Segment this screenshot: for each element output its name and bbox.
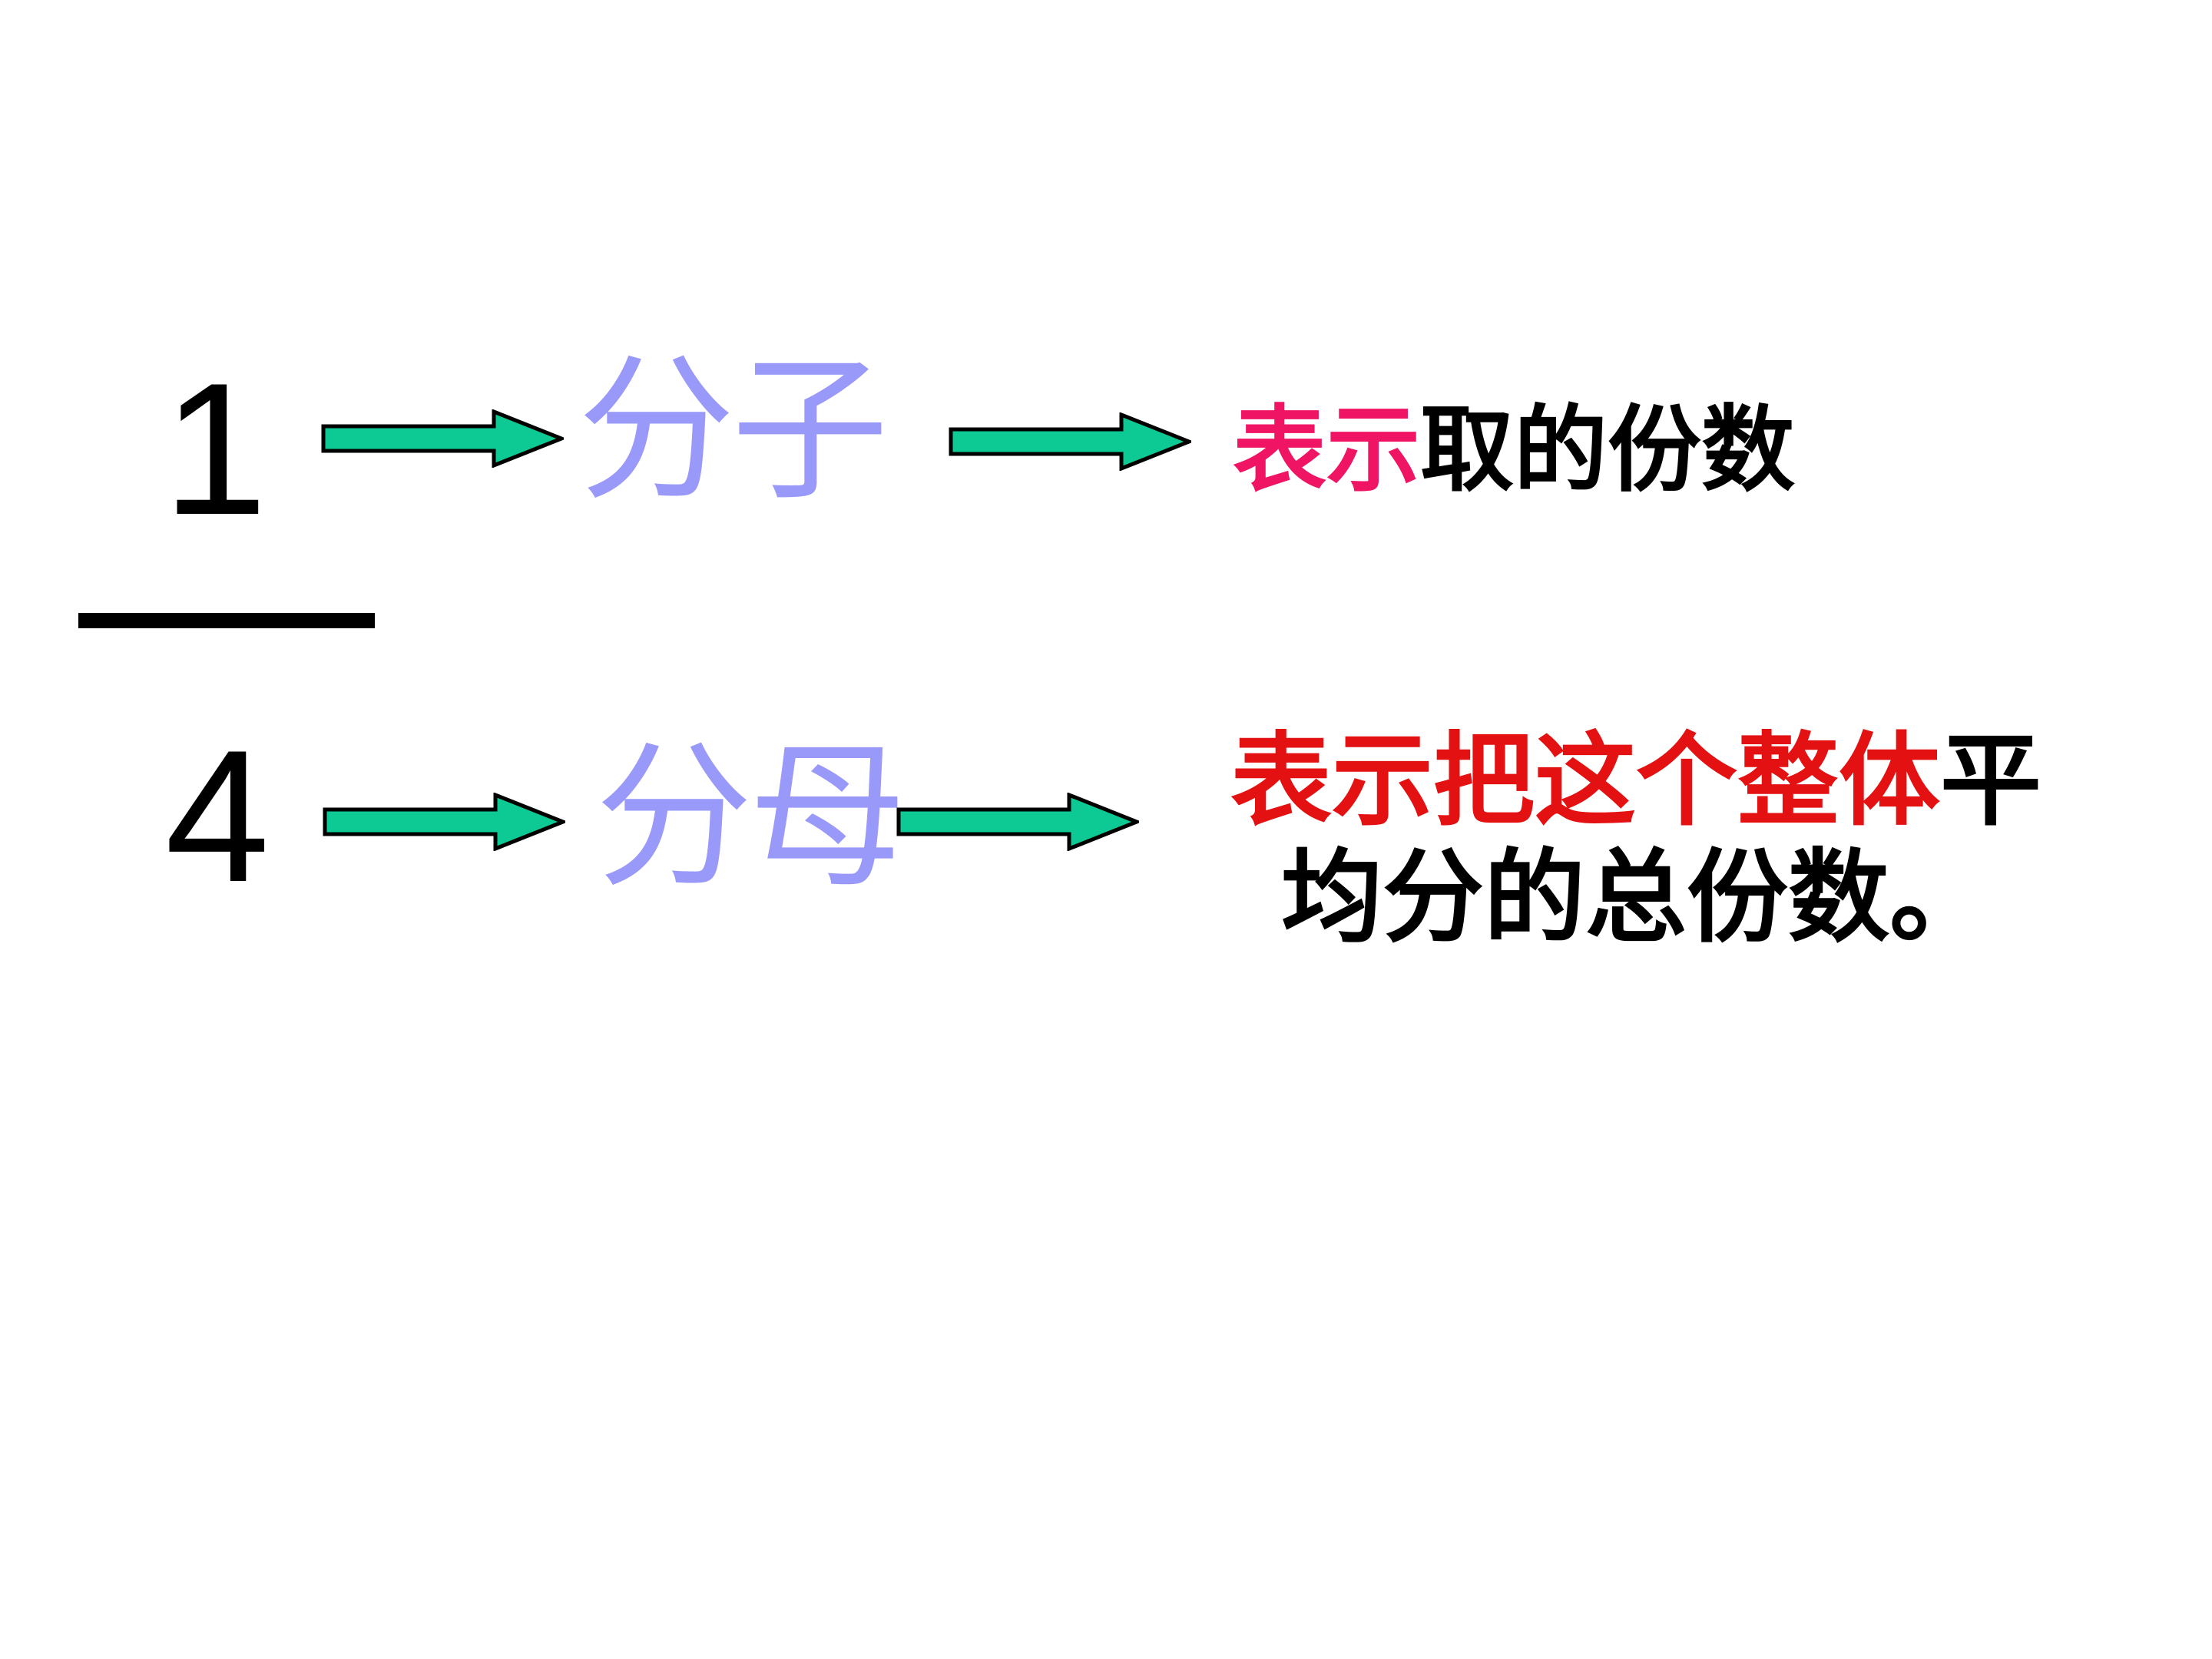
numerator-description-highlight: 表示 bbox=[1233, 399, 1420, 503]
denominator-description-highlight: 表示把这个整体 bbox=[1230, 725, 1940, 838]
denominator-description: 表示把这个整体平 均分的总份数。 bbox=[1194, 724, 2078, 957]
numerator-term-label: 分子 bbox=[578, 345, 889, 519]
denominator-term-label: 分母 bbox=[595, 732, 906, 906]
denominator-description-line1-rest: 平 bbox=[1940, 725, 2041, 838]
right-arrow-icon-numerator-term-to-description bbox=[949, 412, 1191, 471]
numerator-description: 表示取的份数 bbox=[1233, 398, 1795, 505]
denominator-description-line2: 均分的总份数。 bbox=[1281, 842, 1991, 955]
right-arrow-icon-denominator-term-to-description bbox=[896, 793, 1139, 851]
denominator-description-line1: 表示把这个整体平 bbox=[1194, 724, 2078, 840]
right-arrow-icon-denominator-to-term bbox=[323, 793, 565, 851]
fraction-denominator: 4 bbox=[164, 710, 270, 921]
right-arrow-icon-numerator-to-term bbox=[321, 409, 564, 468]
fraction-numerator: 1 bbox=[162, 343, 268, 554]
numerator-description-rest: 取的份数 bbox=[1420, 399, 1795, 503]
fraction-bar bbox=[78, 613, 375, 628]
